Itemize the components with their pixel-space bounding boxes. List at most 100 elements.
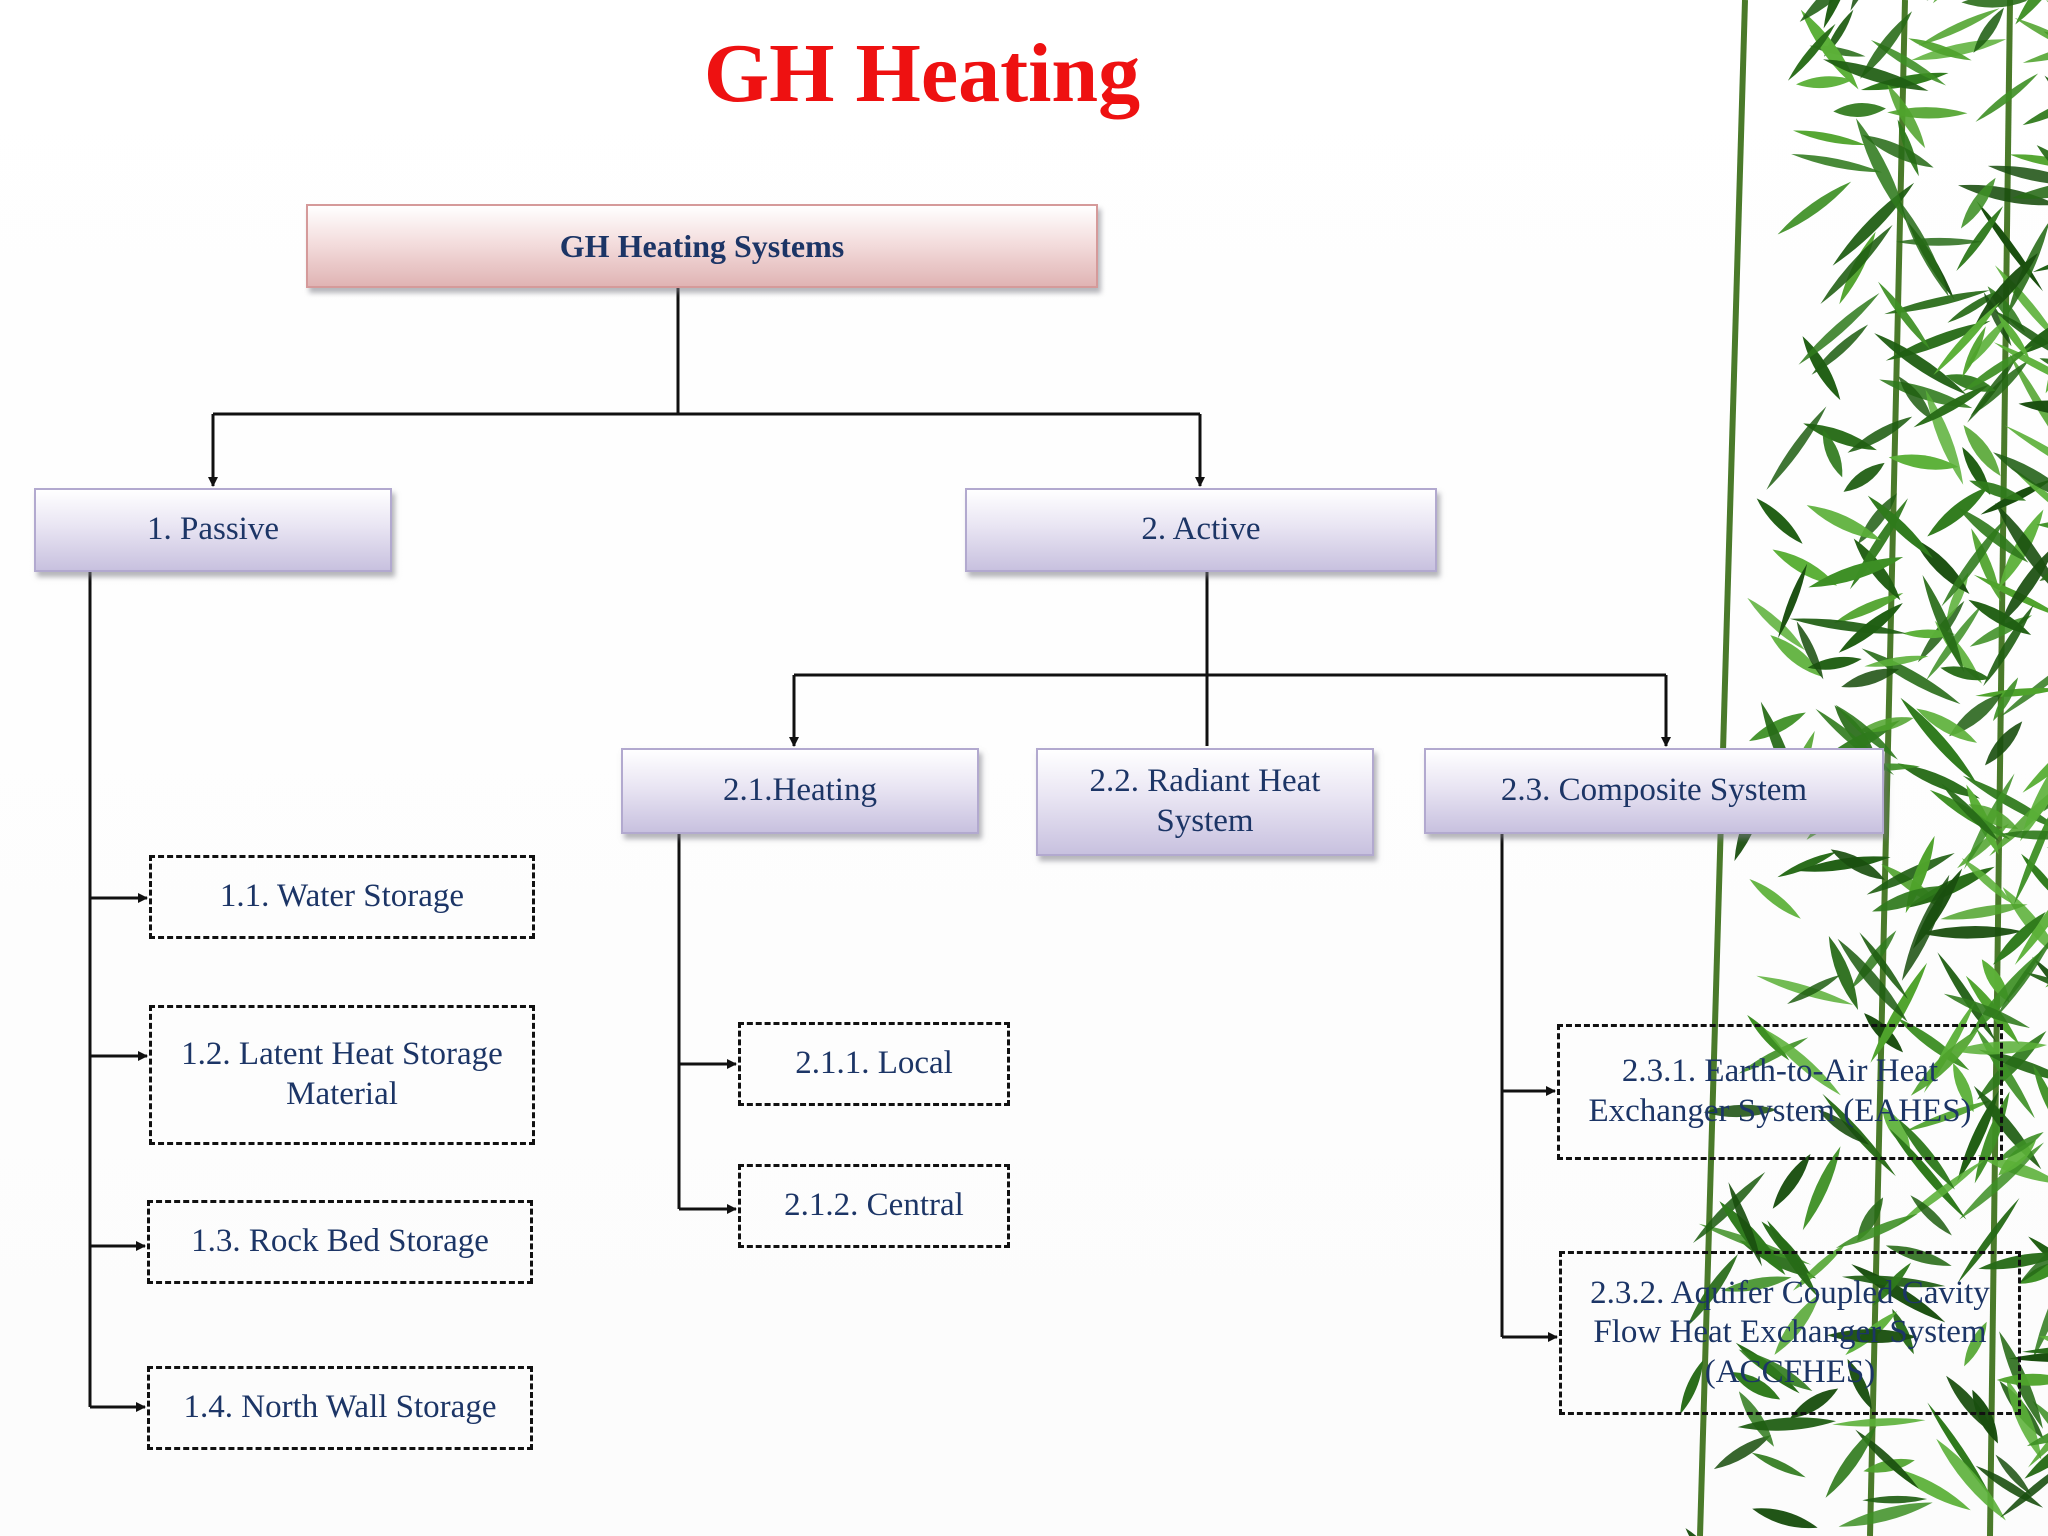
- bamboo-leaf: [1873, 1262, 1912, 1306]
- bamboo-leaf: [1857, 1197, 1884, 1242]
- bamboo-leaf: [1968, 804, 2019, 830]
- bamboo-leaf: [1790, 1388, 1839, 1419]
- bamboo-leaf: [1837, 938, 1908, 1022]
- bamboo-leaf: [1963, 425, 2001, 476]
- node-eahes: 2.3.1. Earth-to-Air Heat Exchanger Syste…: [1557, 1024, 2003, 1160]
- bamboo-leaf: [2006, 1378, 2042, 1460]
- bamboo-leaf: [1721, 1276, 1792, 1292]
- bamboo-leaf: [1985, 721, 2023, 766]
- bamboo-leaf: [1933, 302, 2000, 376]
- bamboo-leaf: [1859, 932, 1908, 1000]
- bamboo-leaf: [1940, 666, 1991, 681]
- bamboo-leaf: [2022, 95, 2048, 126]
- node-passive: 1. Passive: [34, 488, 392, 572]
- bamboo-leaf: [1957, 1197, 2020, 1284]
- bamboo-leaf: [1808, 556, 1904, 588]
- bamboo-leaf: [1995, 933, 2048, 1019]
- bamboo-leaf: [1761, 1221, 1811, 1275]
- bamboo-leaf: [1817, 1109, 1870, 1145]
- bamboo-leaf: [1973, 1085, 2042, 1170]
- bamboo-leaf: [1738, 1391, 1774, 1447]
- bamboo-leaf: [1797, 856, 1891, 872]
- bamboo-leaf: [1971, 528, 2002, 602]
- bamboo-leaf: [2018, 400, 2048, 416]
- bamboo-leaf: [1855, 1429, 1920, 1489]
- bamboo-leaf: [1872, 886, 1946, 912]
- bamboo-leaf: [1787, 974, 1841, 1004]
- bamboo-leaf: [1764, 1028, 1841, 1096]
- bamboo-leaf: [1943, 993, 2031, 1029]
- bamboo-leaf: [1946, 1375, 1995, 1435]
- bamboo-leaf: [1749, 712, 1806, 742]
- bamboo-leaf: [1713, 1435, 1772, 1470]
- bamboo-leaf: [1882, 1106, 1911, 1149]
- bamboo-leaf: [1997, 313, 2030, 359]
- bamboo-leaf: [1957, 507, 2029, 563]
- bamboo-leaf: [1978, 1252, 2048, 1270]
- bamboo-leaf: [2032, 1400, 2048, 1457]
- bamboo-leaf: [1999, 651, 2048, 718]
- bamboo-leaf: [1834, 593, 1904, 623]
- bamboo-leaf: [2020, 740, 2048, 842]
- bamboo-leaf: [1843, 462, 1885, 492]
- bamboo-leaf: [1941, 783, 2000, 842]
- bamboo-leaf: [1737, 1417, 1837, 1431]
- bamboo-leaf: [1960, 177, 1996, 229]
- node-latent-heat-storage: 1.2. Latent Heat Storage Material: [149, 1005, 535, 1145]
- bamboo-leaf: [1796, 76, 1853, 89]
- bamboo-leaf: [1680, 1359, 1704, 1415]
- bamboo-leaf: [1897, 763, 1980, 799]
- bamboo-leaf: [1866, 852, 1955, 895]
- bamboo-leaf: [1774, 1293, 1820, 1355]
- bamboo-leaf: [1811, 324, 1869, 375]
- bamboo-leaf: [1884, 290, 1990, 315]
- bamboo-leaf: [1916, 708, 1978, 743]
- bamboo-leaf: [1975, 687, 2048, 697]
- bamboo-leaf: [1998, 1140, 2036, 1176]
- bamboo-leaf: [1913, 384, 1990, 428]
- bamboo-leaf: [2018, 1261, 2048, 1284]
- bamboo-leaf: [1756, 498, 1803, 544]
- bamboo-leaf: [1919, 926, 2023, 939]
- bamboo-leaf: [1828, 936, 1859, 1010]
- node-gh-heating-systems: GH Heating Systems: [306, 204, 1098, 288]
- bamboo-leaf: [1941, 518, 2006, 607]
- bamboo-leaf: [2033, 1064, 2048, 1131]
- bamboo-leaf: [1995, 1454, 2032, 1495]
- node-radiant-heat-system: 2.2. Radiant Heat System: [1036, 748, 1374, 856]
- bamboo-leaf: [1885, 1245, 1952, 1266]
- node-north-wall-storage: 1.4. North Wall Storage: [147, 1366, 533, 1450]
- bamboo-leaf: [1728, 1182, 1762, 1267]
- bamboo-leaf: [1835, 704, 1898, 760]
- bamboo-leaf: [1910, 1195, 1952, 1236]
- bamboo-leaf: [1793, 130, 1866, 146]
- bamboo-leaf: [2009, 154, 2048, 169]
- bamboo-leaf: [1751, 1452, 1806, 1478]
- bamboo-leaf: [2028, 1236, 2048, 1286]
- bamboo-leaf: [1953, 1063, 1974, 1113]
- bamboo-leaf: [1962, 326, 1986, 378]
- bamboo-leaf: [2008, 1351, 2048, 1362]
- bamboo-leaf: [2014, 795, 2048, 905]
- bamboo-leaf: [1993, 911, 2046, 965]
- bamboo-leaf: [1996, 1373, 2048, 1386]
- bamboo-leaf: [1749, 879, 1801, 919]
- node-local: 2.1.1. Local: [738, 1022, 1010, 1106]
- bamboo-leaf: [1949, 693, 2003, 737]
- bamboo-leaf: [1874, 333, 1967, 395]
- bamboo-leaf: [1892, 1308, 1914, 1355]
- bamboo-leaf: [1798, 293, 1880, 365]
- bamboo-leaf: [2010, 466, 2048, 540]
- bamboo-leaf: [2011, 178, 2048, 199]
- bamboo-leaf: [1806, 505, 1882, 541]
- bamboo-leaf: [1789, 618, 1907, 634]
- bamboo-leaf: [1968, 599, 2032, 635]
- bamboo-leaf: [1975, 73, 2039, 122]
- bamboo-leaf: [1962, 345, 2033, 392]
- bamboo-leaf: [1995, 502, 2048, 598]
- bamboo-leaf: [1791, 154, 1883, 173]
- bamboo-leaf: [1860, 11, 1913, 79]
- bamboo-leaf: [1987, 165, 2048, 185]
